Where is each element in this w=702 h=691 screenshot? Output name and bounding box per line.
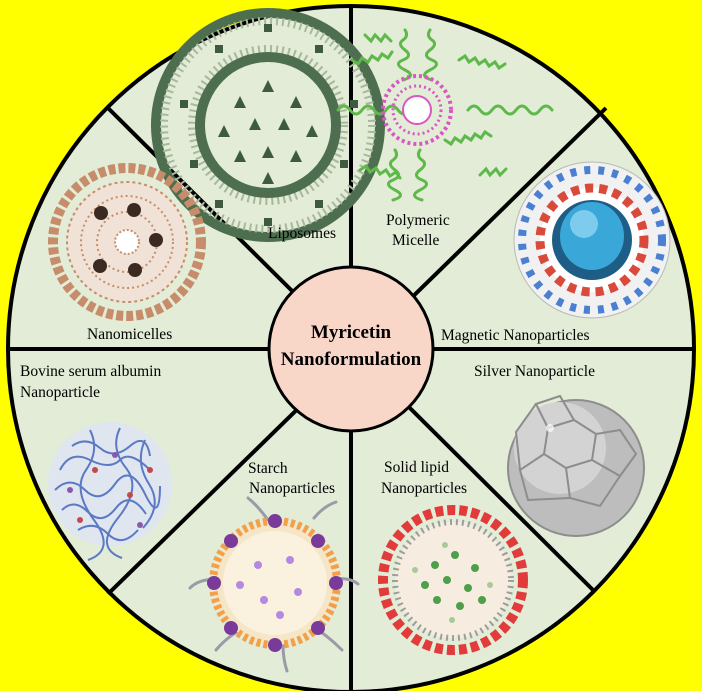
label-magnetic-nanoparticles: Magnetic Nanoparticles	[441, 327, 589, 344]
label-starch-line1: Starch	[248, 460, 288, 477]
label-silver-nanoparticle: Silver Nanoparticle	[474, 363, 595, 380]
label-nanomicelles: Nanomicelles	[87, 326, 172, 343]
label-bsa-line2: Nanoparticle	[20, 384, 100, 401]
label-polymeric-micelle-line2: Micelle	[392, 232, 439, 249]
label-liposomes: Liposomes	[268, 225, 336, 242]
label-solid-lipid-line1: Solid lipid	[384, 459, 449, 476]
magnetic-nanoparticle-icon	[514, 162, 670, 318]
center-title-line2: Nanoformulation	[281, 349, 422, 370]
label-bsa-line1: Bovine serum albumin	[20, 363, 161, 380]
label-starch-line2: Nanoparticles	[249, 480, 335, 497]
label-polymeric-micelle-line1: Polymeric	[386, 212, 450, 229]
center-title-line1: Myricetin	[311, 322, 392, 343]
label-solid-lipid-line2: Nanoparticles	[381, 480, 467, 497]
